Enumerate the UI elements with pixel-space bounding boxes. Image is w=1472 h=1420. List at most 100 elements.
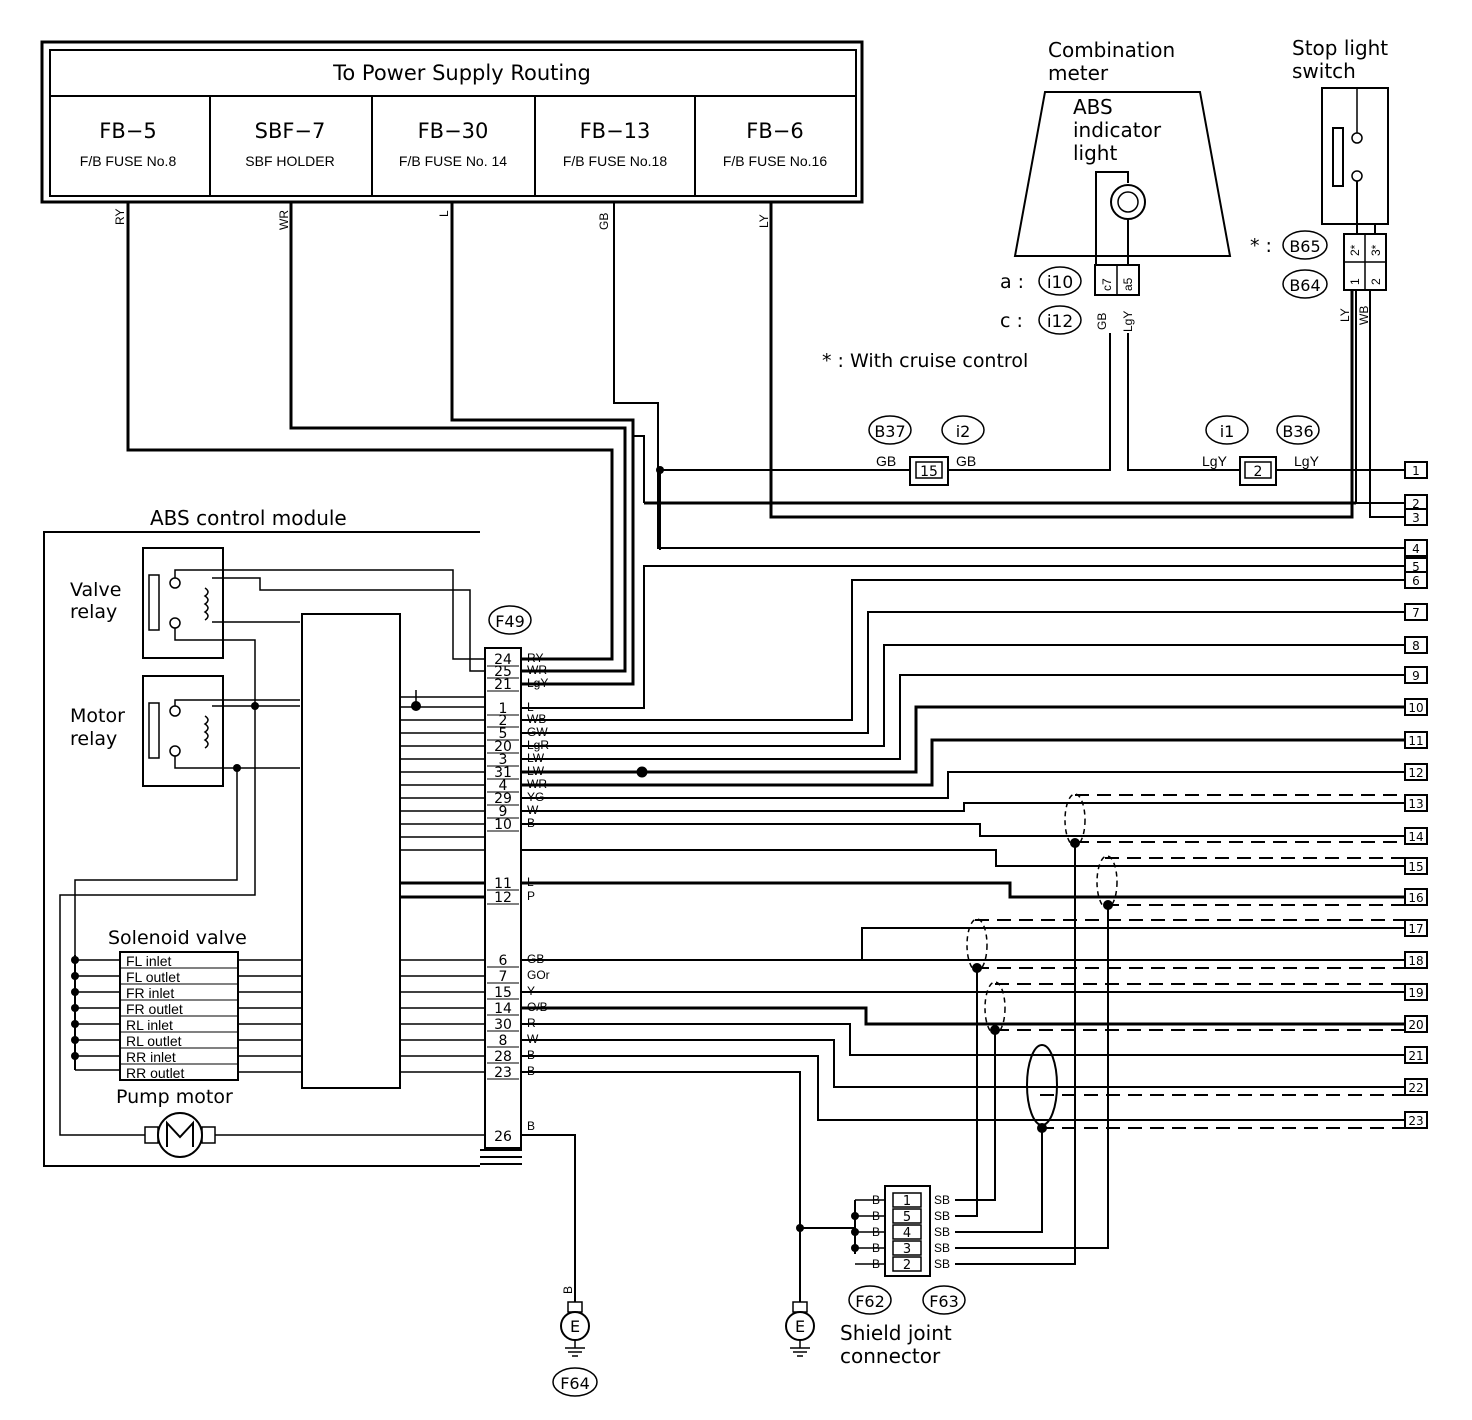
meter-title: Combination <box>1048 38 1175 62</box>
wire-label: WR <box>277 210 291 230</box>
terminal-number: 13 <box>1408 797 1423 811</box>
abs-control-module: ABS control module Valve relay Motor rel… <box>43 506 485 1167</box>
shield-pin-cell <box>892 1192 922 1208</box>
solenoid-label: RL outlet <box>126 1033 182 1049</box>
shield-wire-right: SB <box>934 1225 950 1239</box>
ecu-wires <box>400 696 485 1073</box>
terminal-number: 11 <box>1408 734 1423 748</box>
connector-tag: F49 <box>495 612 525 631</box>
terminal-box <box>1404 827 1428 845</box>
pin-label: a5 <box>1121 277 1135 291</box>
connector-tag: B65 <box>1289 237 1320 256</box>
terminal-number: 9 <box>1412 669 1420 683</box>
power-supply-title: To Power Supply Routing <box>332 61 591 85</box>
connector-tag: B64 <box>1289 276 1320 295</box>
fuse-code: FB−30 <box>418 119 489 143</box>
f49-pin-number: 25 <box>494 664 512 680</box>
f49-pin-number: 26 <box>494 1129 512 1145</box>
solenoid-label: RR inlet <box>126 1049 176 1065</box>
f49-pin-number: 6 <box>499 953 508 969</box>
module-title: ABS control module <box>150 506 347 530</box>
f49-pin-number: 11 <box>494 876 512 892</box>
signal-wires <box>522 565 1405 1228</box>
pin-label: c7 <box>1100 278 1114 291</box>
solenoid-label: FL outlet <box>126 969 180 985</box>
terminal-number: 19 <box>1408 986 1423 1000</box>
f49-wire-color: GOr <box>527 968 550 982</box>
connector-tag: i1 <box>1220 422 1235 441</box>
combination-meter: Combination meter ABS indicator light c7… <box>1000 38 1232 335</box>
terminal-number: 1 <box>1412 464 1420 478</box>
mid-wiring: B37 i2 15 GB GB i1 B36 2 LgY LgY <box>633 290 1405 550</box>
f49-pin-number: 31 <box>494 765 512 781</box>
fuse-desc: F/B FUSE No.18 <box>563 153 667 169</box>
f49-pin-number: 12 <box>494 890 512 906</box>
shield-pin-cell <box>892 1240 922 1256</box>
f49-pin-number: 5 <box>499 726 508 742</box>
solenoid-label: FL inlet <box>126 953 172 969</box>
connector-tag: B37 <box>874 422 905 441</box>
f49-pin-number: 8 <box>499 1033 508 1049</box>
relay-label: relay <box>70 601 117 623</box>
shield-pin-cell <box>892 1256 922 1272</box>
shield-pin-number: 5 <box>903 1210 911 1225</box>
lamp-label: ABS <box>1073 95 1113 119</box>
f49-pin-number: 15 <box>494 985 512 1001</box>
terminal-box <box>1404 1015 1428 1033</box>
shield-wire-right: SB <box>934 1241 950 1255</box>
shield-wire-right: SB <box>934 1257 950 1271</box>
terminal-number: 8 <box>1412 639 1420 653</box>
connector-tag: i2 <box>956 422 971 441</box>
fuse-code: FB−13 <box>580 119 651 143</box>
cruise-note: * : With cruise control <box>822 350 1028 372</box>
pin-label: 15 <box>920 464 938 480</box>
terminal-number: 21 <box>1408 1049 1423 1063</box>
terminal-box <box>1404 1046 1428 1064</box>
terminal-box <box>1404 951 1428 969</box>
shield-drains <box>955 838 1113 1265</box>
shield-title: connector <box>840 1344 941 1368</box>
terminal-number: 6 <box>1412 574 1420 588</box>
f49-pin-number: 14 <box>494 1001 512 1017</box>
terminal-box <box>1404 508 1428 526</box>
terminal-number: 10 <box>1408 701 1423 715</box>
terminal-box <box>1404 794 1428 812</box>
pump-label: Pump motor <box>116 1086 233 1108</box>
terminal-box <box>1404 763 1428 781</box>
fuse-code: SBF−7 <box>255 119 326 143</box>
terminal-number: 20 <box>1408 1018 1423 1032</box>
terminal-box <box>1404 1078 1428 1096</box>
wire-label: RY <box>113 209 127 225</box>
solenoid-list: FL inlet FL outlet FR inlet FR outlet RL… <box>119 951 239 1081</box>
meter-title: meter <box>1048 61 1109 85</box>
f49-wire-color: RY <box>527 651 543 665</box>
f49-pin-number: 28 <box>494 1049 512 1065</box>
terminal-number: 5 <box>1412 560 1420 574</box>
terminal-box <box>1404 698 1428 716</box>
fuse-wire-labels: RY WR L GB LY <box>113 209 771 230</box>
wire-label: B <box>561 1286 575 1294</box>
terminal-number: 3 <box>1412 511 1420 525</box>
solenoid-label: RR outlet <box>126 1065 184 1081</box>
terminal-box <box>1404 571 1428 589</box>
terminal-number: 18 <box>1408 954 1423 968</box>
wire-label: L <box>437 210 451 217</box>
terminal-box <box>1404 919 1428 937</box>
ground-symbol: E <box>795 1317 805 1336</box>
f49-pin-number: 9 <box>499 804 508 820</box>
terminal-number: 2 <box>1412 497 1420 511</box>
switch-title: Stop light <box>1292 36 1388 60</box>
terminal-box <box>1404 888 1428 906</box>
terminal-number: 4 <box>1412 542 1420 556</box>
terminal-box <box>1404 857 1428 875</box>
f49-wire-color: B <box>527 1119 535 1133</box>
terminal-number: 14 <box>1408 830 1423 844</box>
f49-pin-number: 10 <box>494 817 512 833</box>
connector-tag: F62 <box>855 1292 885 1311</box>
f49-pin-number: 3 <box>499 752 508 768</box>
fuse-code: FB−6 <box>746 119 803 143</box>
pin-label: 2 <box>1254 464 1263 480</box>
